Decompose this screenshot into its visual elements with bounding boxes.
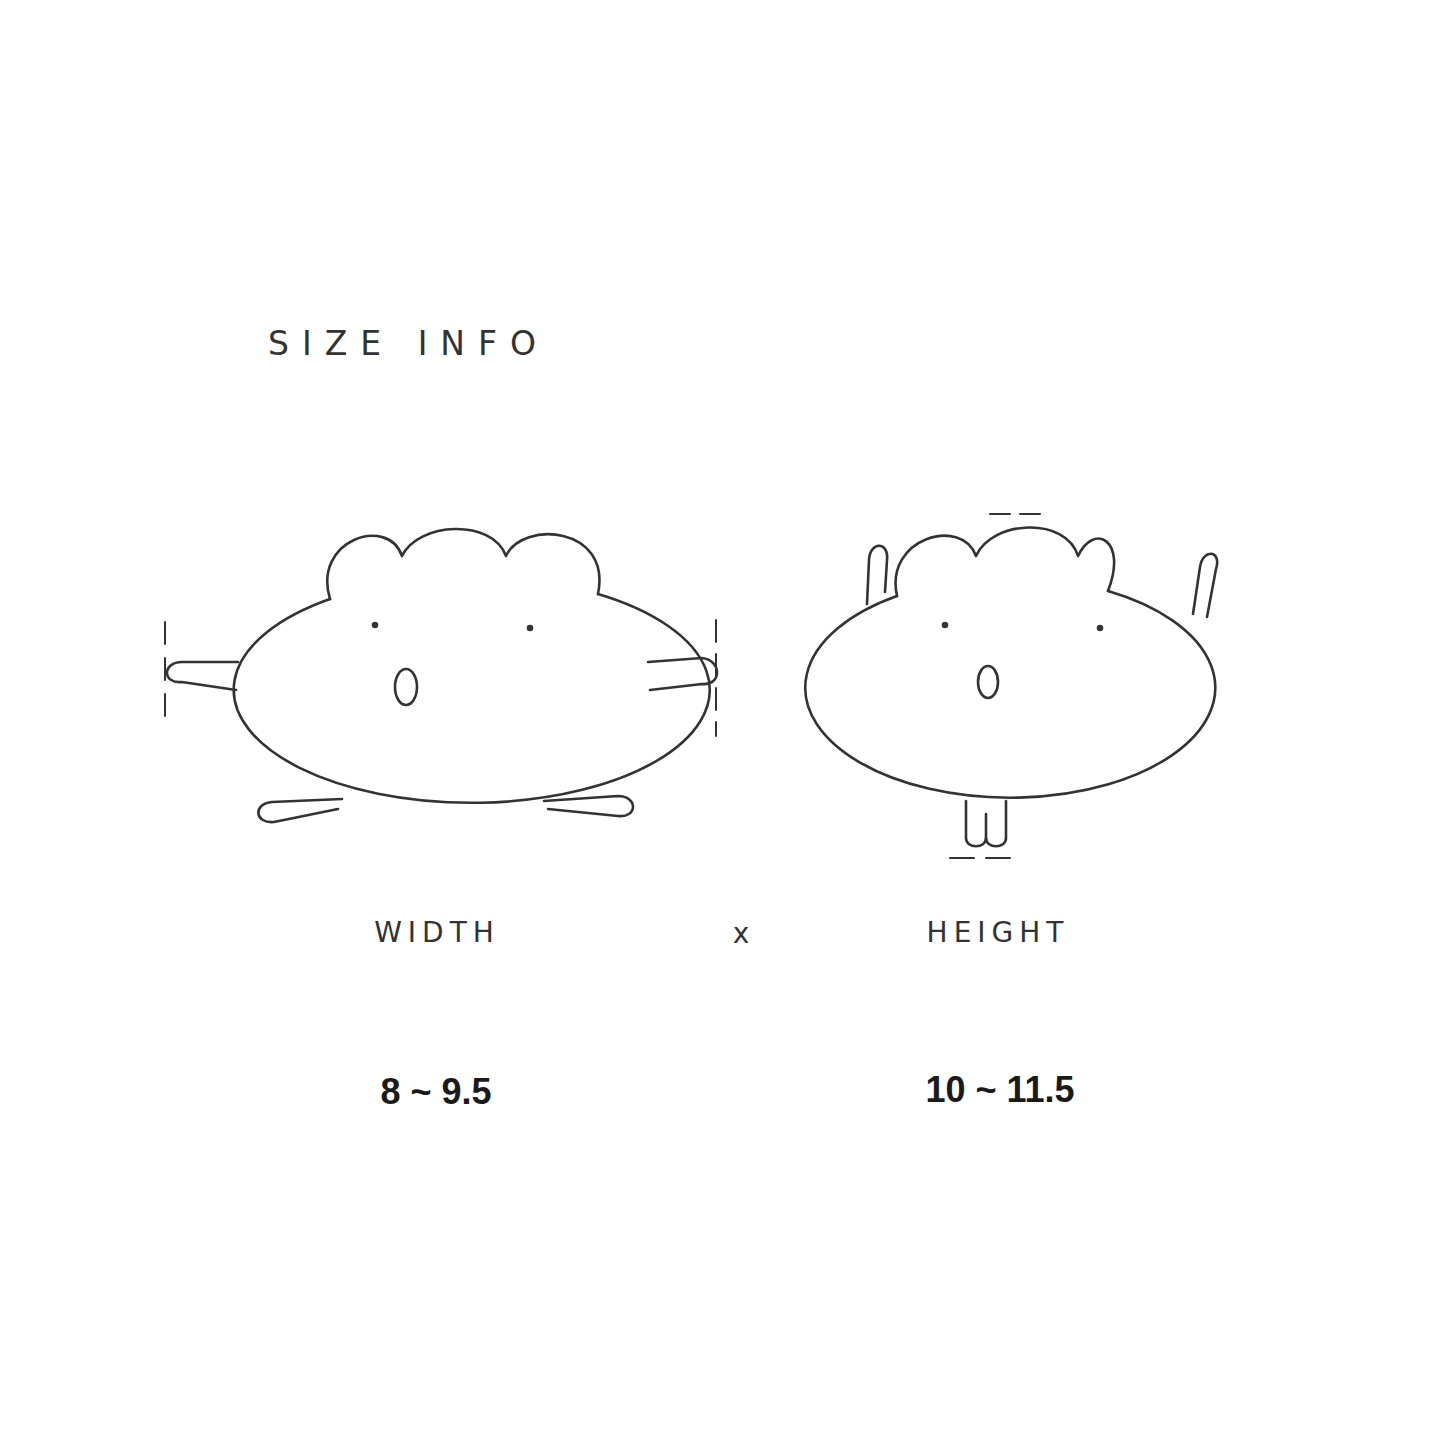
height-character bbox=[805, 514, 1217, 858]
dimension-value: 10 ~ 11.5 bbox=[925, 1069, 1074, 1111]
dimension-name: HEIGHT bbox=[927, 916, 1070, 949]
dimension-value: 8 ~ 9.5 bbox=[380, 1071, 491, 1113]
width-character bbox=[165, 529, 717, 822]
title: SIZE INFO bbox=[268, 324, 549, 363]
times-sign: x bbox=[733, 917, 750, 950]
dimension-name: WIDTH bbox=[374, 916, 500, 949]
